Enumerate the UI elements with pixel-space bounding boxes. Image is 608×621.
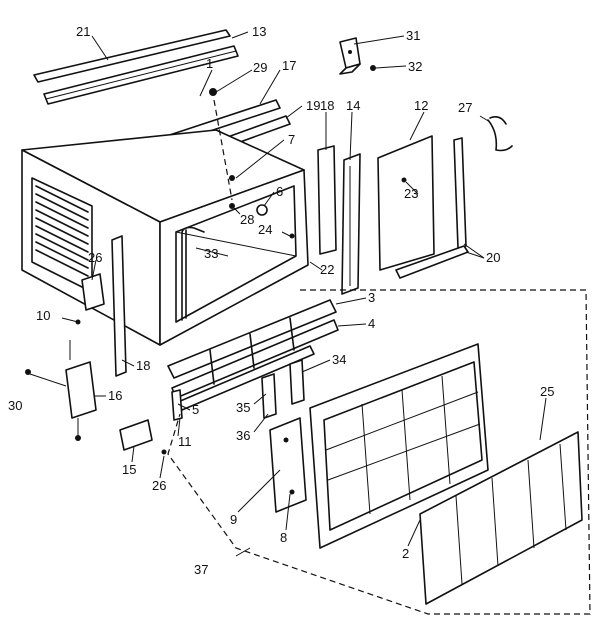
part-labels: 21 13 1 29 17 19 31 32 18 14 12 27 7 6 2…: [8, 24, 554, 577]
label-3: 3: [368, 290, 375, 305]
label-4: 4: [368, 316, 375, 331]
control-panel-plate: [269, 417, 307, 513]
label-18-left: 18: [136, 358, 150, 373]
label-17: 17: [282, 58, 296, 73]
cabinet-housing: [21, 129, 309, 346]
label-24: 24: [258, 222, 272, 237]
label-2: 2: [402, 546, 409, 561]
label-34: 34: [332, 352, 346, 367]
bracket-16: [25, 340, 97, 441]
label-23: 23: [404, 186, 418, 201]
label-15: 15: [122, 462, 136, 477]
label-20: 20: [486, 250, 500, 265]
label-35: 35: [236, 400, 250, 415]
label-5: 5: [192, 402, 199, 417]
mounting-bracket: [339, 37, 376, 75]
label-16: 16: [108, 388, 122, 403]
leader-lines: [61, 31, 547, 557]
vertical-rails: [317, 145, 361, 295]
label-37: 37: [194, 562, 208, 577]
label-9: 9: [230, 512, 237, 527]
handle: [487, 116, 513, 152]
screws: [213, 99, 295, 239]
side-panel: [377, 135, 435, 271]
label-32: 32: [408, 59, 422, 74]
left-parts: [75, 235, 127, 377]
assembly-outline: [167, 289, 591, 615]
label-12: 12: [414, 98, 428, 113]
label-8: 8: [280, 530, 287, 545]
label-22: 22: [320, 262, 334, 277]
nut-29: [209, 88, 217, 96]
label-33: 33: [204, 246, 218, 261]
side-louvers: [31, 177, 93, 293]
louver-grille: [167, 299, 339, 411]
label-1: 1: [206, 56, 213, 71]
label-27: 27: [458, 100, 472, 115]
label-10: 10: [36, 308, 50, 323]
label-31: 31: [406, 28, 420, 43]
air-filter: [419, 431, 583, 605]
label-26-top: 26: [88, 250, 102, 265]
label-14: 14: [346, 98, 360, 113]
label-7: 7: [288, 132, 295, 147]
small-brackets: [171, 359, 305, 421]
l-rails: [395, 137, 469, 279]
front-grille: [309, 343, 489, 549]
label-11: 11: [178, 434, 192, 449]
label-26-bottom: 26: [152, 478, 166, 493]
label-28: 28: [240, 212, 254, 227]
label-30: 30: [8, 398, 22, 413]
label-21: 21: [76, 24, 90, 39]
label-25: 25: [540, 384, 554, 399]
label-19: 19: [306, 98, 320, 113]
top-trim-strip: [33, 29, 239, 105]
label-29: 29: [253, 60, 267, 75]
label-36: 36: [236, 428, 250, 443]
label-18-top: 18: [320, 98, 334, 113]
label-13: 13: [252, 24, 266, 39]
clip-15: [119, 419, 153, 451]
label-6: 6: [276, 184, 283, 199]
